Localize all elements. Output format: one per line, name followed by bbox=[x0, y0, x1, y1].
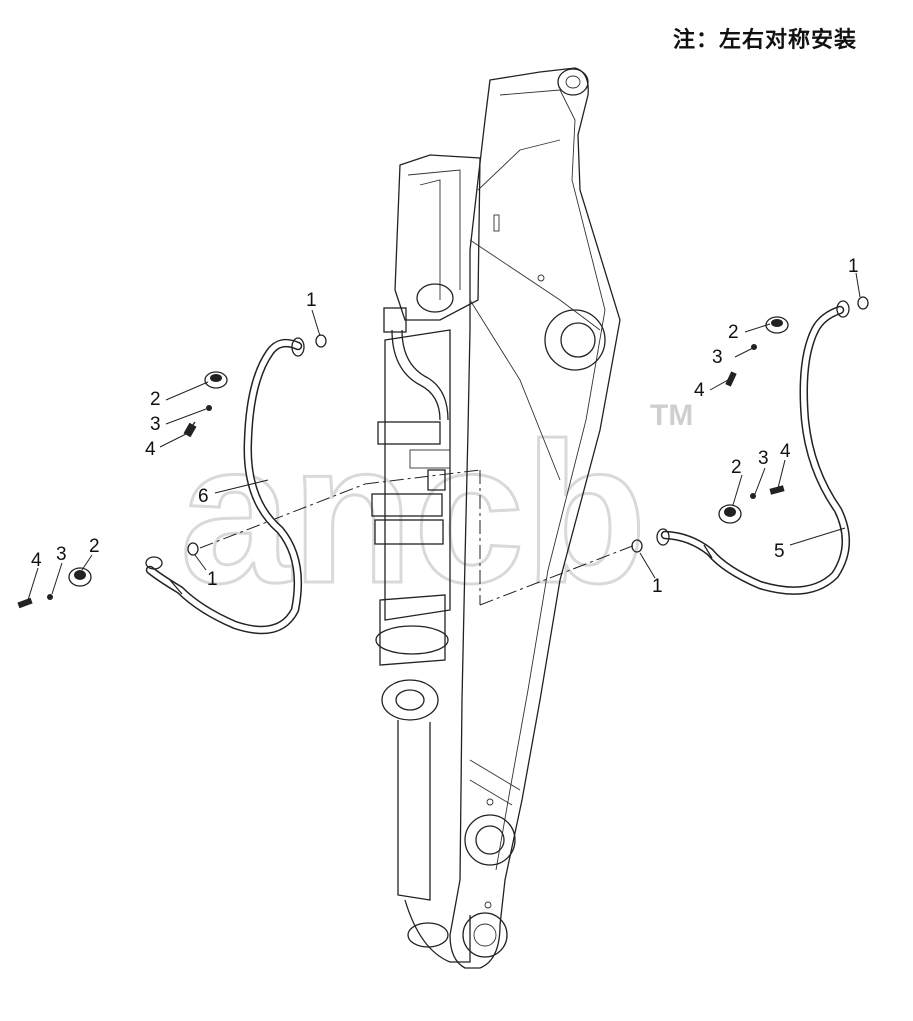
callout-right-low-4: 4 bbox=[780, 441, 791, 462]
watermark: ancb TM bbox=[179, 399, 694, 627]
callout-left-3: 3 bbox=[150, 414, 161, 435]
right-hose bbox=[656, 300, 851, 595]
flange-set-far-left bbox=[17, 567, 92, 609]
hydraulic-cylinder bbox=[371, 307, 471, 963]
watermark-tm: TM bbox=[650, 399, 693, 432]
callout-right-2: 2 bbox=[728, 322, 739, 343]
callout-left-4: 4 bbox=[145, 439, 156, 460]
callout-left-2: 2 bbox=[150, 389, 161, 410]
callout-right-3: 3 bbox=[712, 347, 723, 368]
callout-right-bottom-1: 1 bbox=[652, 576, 663, 597]
callout-right-low-3: 3 bbox=[758, 448, 769, 469]
callout-left-bottom-1: 1 bbox=[207, 569, 218, 590]
callout-far-left-4: 4 bbox=[31, 550, 42, 571]
callout-right-low-2: 2 bbox=[731, 457, 742, 478]
callout-far-left-3: 3 bbox=[56, 544, 67, 565]
left-hose bbox=[145, 337, 305, 635]
callout-labels: 1 2 3 4 6 1 2 3 4 1 2 3 4 2 3 4 5 1 bbox=[31, 256, 859, 597]
flange-set-lower-right bbox=[718, 485, 785, 524]
callout-left-top-1: 1 bbox=[306, 290, 317, 311]
callout-right-4: 4 bbox=[694, 380, 705, 401]
callout-right-5: 5 bbox=[774, 541, 785, 562]
callout-right-top-1: 1 bbox=[848, 256, 859, 277]
arm-structure bbox=[394, 67, 621, 969]
installation-note: 注：左右对称安装 bbox=[672, 28, 857, 53]
leader-lines bbox=[27, 272, 861, 601]
callout-far-left-2: 2 bbox=[89, 536, 100, 557]
callout-left-6: 6 bbox=[198, 486, 209, 507]
o-rings bbox=[187, 296, 869, 556]
alignment-lines bbox=[199, 469, 636, 606]
watermark-text: ancb bbox=[180, 402, 647, 625]
